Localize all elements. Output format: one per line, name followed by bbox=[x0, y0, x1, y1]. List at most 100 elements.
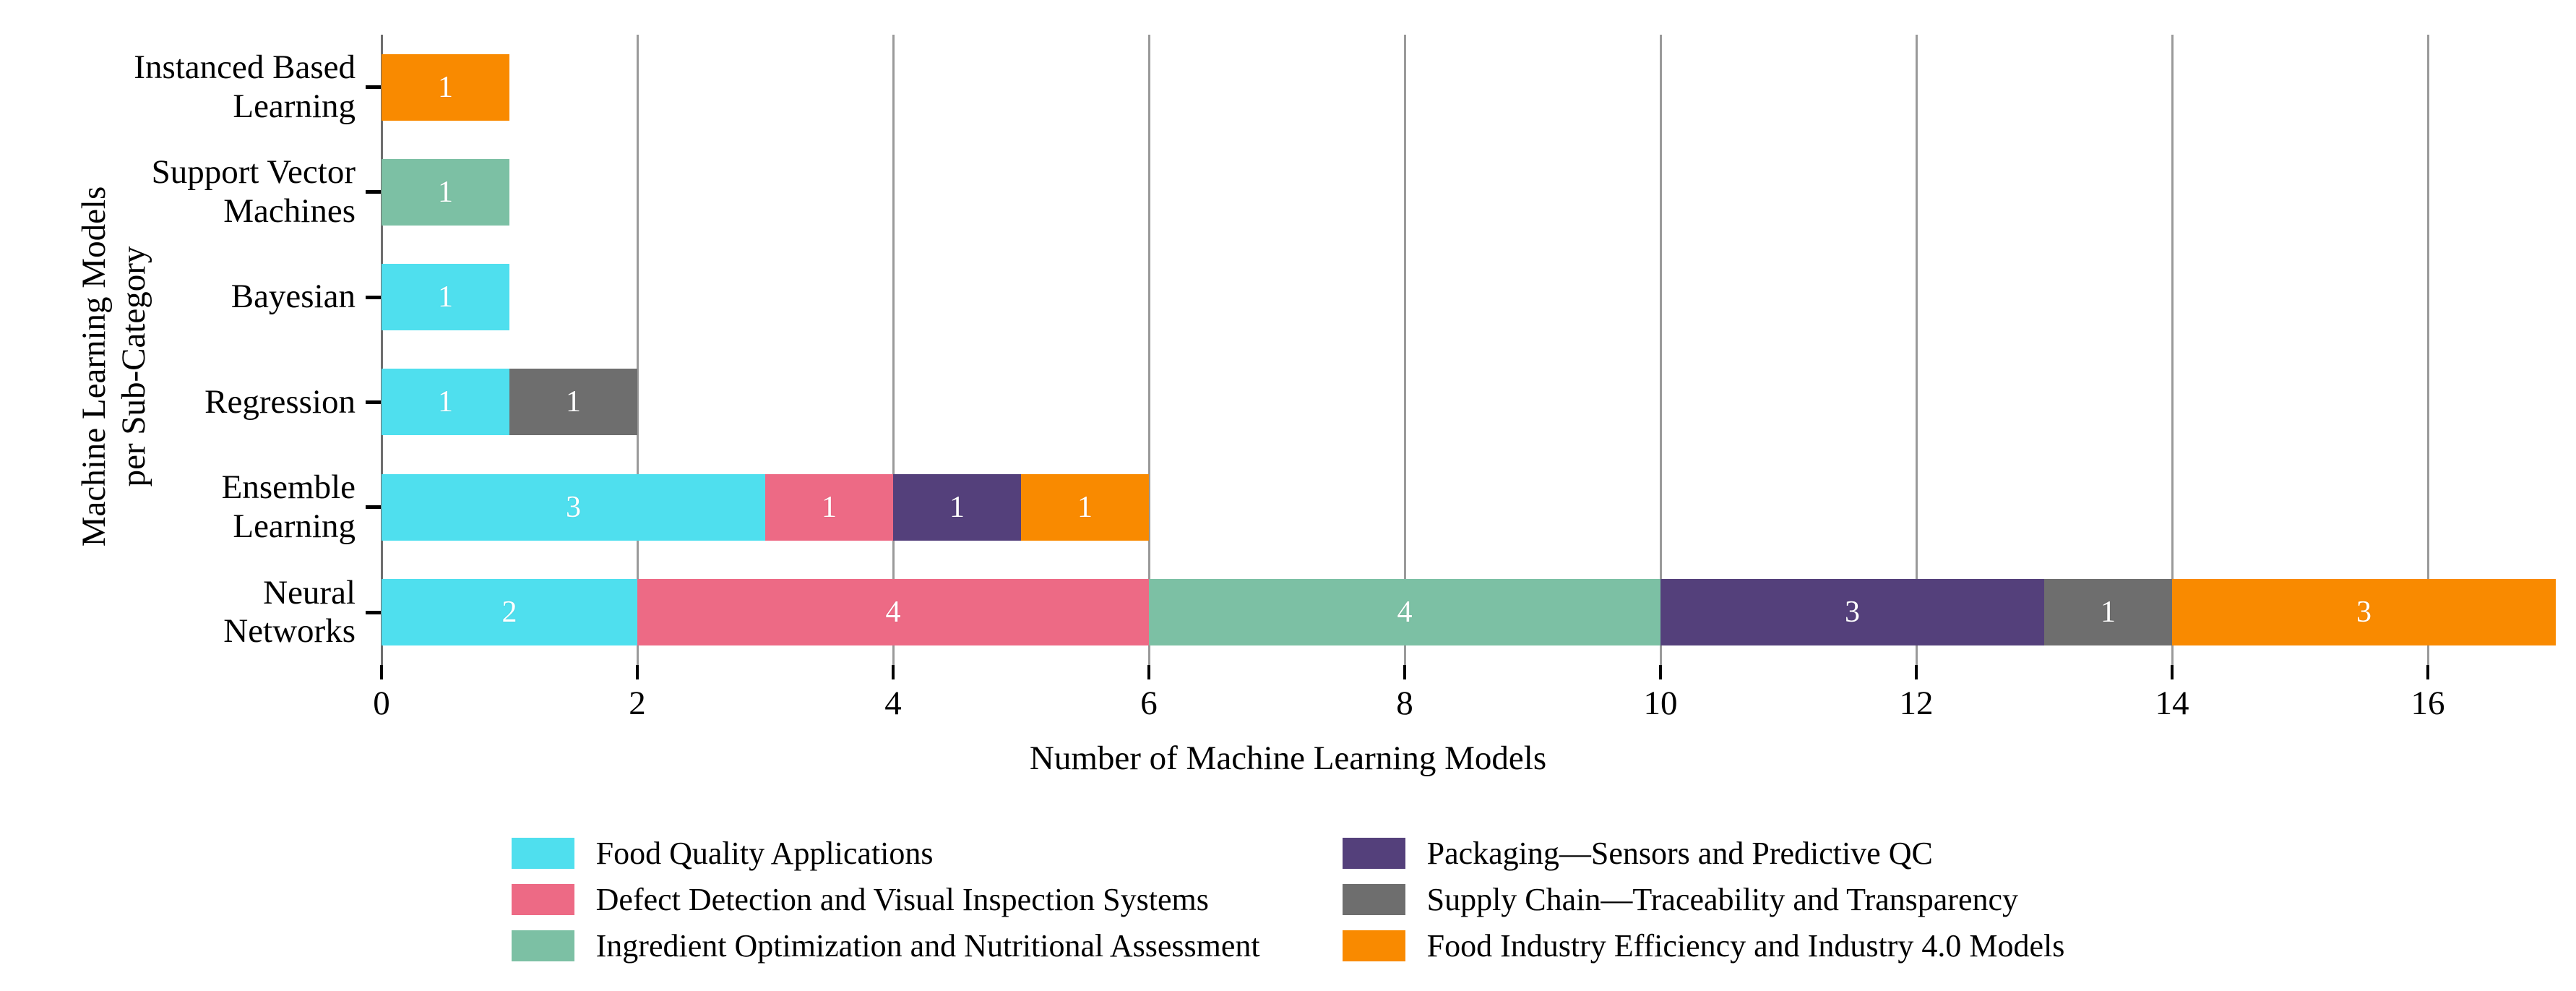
plot-area: 2 4 4 3 1 3 3 1 1 1 1 1 1 1 1 bbox=[380, 35, 2556, 665]
legend-item[interactable]: Food Quality Applications bbox=[511, 835, 1260, 871]
gridline-12 bbox=[1915, 35, 1918, 665]
x-axis-tick-mark bbox=[1403, 665, 1406, 679]
gridline-2 bbox=[636, 35, 639, 665]
bar-segment: 3 bbox=[2172, 579, 2556, 646]
y-axis-tick-label: Regression bbox=[116, 350, 356, 455]
bar-segment: 2 bbox=[382, 579, 637, 646]
legend-swatch-icon bbox=[1342, 884, 1405, 915]
y-axis-tick-mark bbox=[366, 295, 382, 299]
x-axis-tick-label: 12 bbox=[1899, 685, 1934, 722]
x-axis-tick-label: 2 bbox=[629, 685, 646, 722]
legend-item[interactable]: Packaging—Sensors and Predictive QC bbox=[1342, 835, 2065, 871]
legend-swatch-icon bbox=[1342, 838, 1405, 869]
bar-value-label: 1 bbox=[438, 385, 453, 419]
x-axis-tick-mark bbox=[2426, 665, 2429, 679]
bar-value-label: 4 bbox=[1397, 596, 1413, 630]
x-axis-tick-mark bbox=[2171, 665, 2174, 679]
y-axis-tick-label: Bayesian bbox=[116, 245, 356, 350]
gridline-8 bbox=[1403, 35, 1406, 665]
gridline-10 bbox=[1659, 35, 1662, 665]
gridline-14 bbox=[2171, 35, 2174, 665]
bar-value-label: 3 bbox=[2356, 596, 2372, 630]
y-axis-tick-label-line: Support Vector bbox=[151, 153, 356, 192]
bar-value-label: 2 bbox=[501, 596, 517, 630]
y-axis-tick-mark bbox=[366, 400, 382, 405]
legend-label: Supply Chain—Traceability and Transparen… bbox=[1426, 881, 2019, 917]
bar-segment: 4 bbox=[637, 579, 1149, 646]
y-axis-tick-label-line: Learning bbox=[233, 507, 356, 545]
legend-swatch-icon bbox=[1342, 930, 1405, 961]
bar-segment: 3 bbox=[1660, 579, 2044, 646]
x-axis-tick-label: 4 bbox=[884, 685, 902, 722]
y-axis-tick-label-line: Learning bbox=[233, 87, 356, 125]
bar-segment: 1 bbox=[382, 264, 509, 331]
bar-value-label: 3 bbox=[1845, 596, 1860, 630]
y-axis-tick-mark bbox=[366, 85, 382, 90]
bar-segment: 1 bbox=[2044, 579, 2172, 646]
y-axis-tick-label-line: Neural bbox=[263, 573, 356, 612]
bar-segment: 1 bbox=[382, 158, 509, 226]
x-axis-title: Number of Machine Learning Models bbox=[1029, 739, 1547, 777]
x-axis-tick-label: 10 bbox=[1643, 685, 1678, 722]
y-axis-tick-mark bbox=[366, 190, 382, 194]
y-axis-tick-mark bbox=[366, 505, 382, 510]
legend-swatch-icon bbox=[511, 838, 574, 869]
x-axis-tick-mark bbox=[1147, 665, 1150, 679]
legend-column-right: Packaging—Sensors and Predictive QC Suppl… bbox=[1342, 835, 2065, 982]
gridline-6 bbox=[1147, 35, 1150, 665]
bar-value-label: 1 bbox=[949, 490, 965, 524]
legend-label: Ingredient Optimization and Nutritional … bbox=[595, 927, 1260, 964]
legend-item[interactable]: Ingredient Optimization and Nutritional … bbox=[511, 927, 1260, 964]
bar-value-label: 1 bbox=[438, 70, 453, 104]
y-axis-tick-label-line: Machines bbox=[223, 192, 356, 230]
bar-value-label: 1 bbox=[822, 490, 837, 524]
bar-value-label: 1 bbox=[1077, 490, 1093, 524]
bar-segment: 1 bbox=[1021, 473, 1149, 541]
legend-item[interactable]: Defect Detection and Visual Inspection S… bbox=[511, 881, 1260, 917]
y-axis-tick-label-line: Networks bbox=[223, 612, 356, 651]
x-axis-tick-label: 8 bbox=[1396, 685, 1413, 722]
legend-item[interactable]: Food Industry Efficiency and Industry 4.… bbox=[1342, 927, 2065, 964]
legend-label: Food Quality Applications bbox=[595, 835, 934, 871]
x-axis-tick-label: 0 bbox=[373, 685, 390, 722]
bar-value-label: 1 bbox=[438, 280, 453, 314]
bar-value-label: 3 bbox=[566, 490, 581, 524]
bar-value-label: 4 bbox=[885, 596, 901, 630]
bar-segment: 4 bbox=[1149, 579, 1660, 646]
bar-segment: 1 bbox=[382, 53, 509, 121]
y-axis-tick-label-line: Instanced Based bbox=[134, 48, 356, 87]
bar-segment: 3 bbox=[382, 473, 765, 541]
legend-swatch-icon bbox=[511, 930, 574, 961]
x-axis-tick-label: 14 bbox=[2155, 685, 2189, 722]
bar-segment: 1 bbox=[893, 473, 1021, 541]
legend-item[interactable]: Supply Chain—Traceability and Transparen… bbox=[1342, 881, 2065, 917]
gridline-16 bbox=[2426, 35, 2429, 665]
gridline-4 bbox=[892, 35, 895, 665]
legend-label: Food Industry Efficiency and Industry 4.… bbox=[1426, 927, 2065, 964]
y-axis-tick-label-line: Ensemble bbox=[221, 468, 356, 507]
x-axis-tick-mark bbox=[380, 665, 383, 679]
x-axis-tick-mark bbox=[636, 665, 639, 679]
bar-value-label: 1 bbox=[2101, 596, 2116, 630]
x-axis-tick-mark bbox=[1659, 665, 1662, 679]
y-axis-tick-label-line: Regression bbox=[204, 382, 356, 421]
x-axis-tick-label: 6 bbox=[1140, 685, 1158, 722]
bar-segment: 1 bbox=[382, 369, 509, 436]
legend-label: Packaging—Sensors and Predictive QC bbox=[1426, 835, 1933, 871]
bar-segment: 1 bbox=[765, 473, 893, 541]
legend-label: Defect Detection and Visual Inspection S… bbox=[595, 881, 1209, 917]
y-axis-tick-mark bbox=[366, 610, 382, 614]
x-axis-tick-label: 16 bbox=[2411, 685, 2445, 722]
legend-swatch-icon bbox=[511, 884, 574, 915]
bar-segment: 1 bbox=[509, 369, 637, 436]
gridline-0 bbox=[380, 35, 383, 665]
y-axis-title-line-1: Machine Learning Models bbox=[75, 186, 113, 547]
x-axis-tick-mark bbox=[892, 665, 895, 679]
